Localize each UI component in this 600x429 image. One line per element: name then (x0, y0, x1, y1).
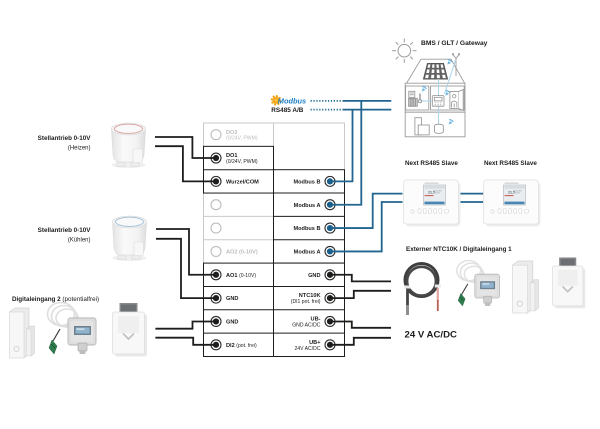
svg-text:Wurzel/COM: Wurzel/COM (226, 179, 259, 185)
svg-text:Modbus B: Modbus B (293, 226, 320, 232)
svg-text:Stellantrieb 0-10V: Stellantrieb 0-10V (38, 135, 92, 142)
svg-text:GND: GND (226, 320, 238, 326)
svg-text:GND: GND (226, 296, 238, 302)
svg-text:DI2 (pot. frei): DI2 (pot. frei) (226, 343, 257, 349)
svg-text:24 V AC/DC: 24 V AC/DC (405, 329, 457, 340)
svg-text:NTC10K: NTC10K (299, 293, 321, 299)
svg-text:RS485 A/B: RS485 A/B (271, 107, 303, 114)
svg-text:(DI1 pot. frei): (DI1 pot. frei) (291, 299, 321, 305)
svg-text:UB-: UB- (311, 317, 321, 323)
svg-text:21.5: 21.5 (428, 191, 435, 195)
svg-text:Modbus: Modbus (278, 96, 306, 105)
svg-text:GND: GND (308, 273, 320, 279)
svg-text:Next RS485 Slave: Next RS485 Slave (405, 160, 458, 167)
svg-text:(0/24V, PWM): (0/24V, PWM) (226, 159, 258, 165)
svg-text:(0/24V, PWM): (0/24V, PWM) (226, 136, 258, 142)
svg-text:Modbus A: Modbus A (294, 203, 321, 209)
svg-text:21.5: 21.5 (508, 191, 515, 195)
svg-text:AO1 (0-10V): AO1 (0-10V) (226, 273, 256, 279)
svg-text:(Kühlen): (Kühlen) (68, 238, 91, 244)
svg-text:BMS / GLT / Gateway: BMS / GLT / Gateway (421, 40, 488, 47)
svg-text:Stellantrieb 0-10V: Stellantrieb 0-10V (38, 227, 92, 234)
svg-text:DO2: DO2 (226, 130, 238, 136)
svg-text:Externer NTC10K / Digitaleinga: Externer NTC10K / Digitaleingang 1 (406, 246, 512, 253)
svg-text:Modbus A: Modbus A (294, 250, 321, 256)
svg-text:AO2 (0-10V): AO2 (0-10V) (226, 250, 258, 256)
svg-text:UB+: UB+ (309, 340, 321, 346)
svg-text:Digitaleingang 2 (potentialfre: Digitaleingang 2 (potentialfrei) (12, 296, 99, 303)
svg-text:DO1: DO1 (226, 153, 238, 159)
svg-text:Next RS485 Slave: Next RS485 Slave (484, 160, 537, 167)
svg-text:(Heizen): (Heizen) (68, 146, 91, 152)
svg-text:24V AC/DC: 24V AC/DC (294, 346, 320, 352)
svg-text:Modbus B: Modbus B (293, 179, 320, 185)
svg-text:GND AC/DC: GND AC/DC (292, 322, 321, 328)
